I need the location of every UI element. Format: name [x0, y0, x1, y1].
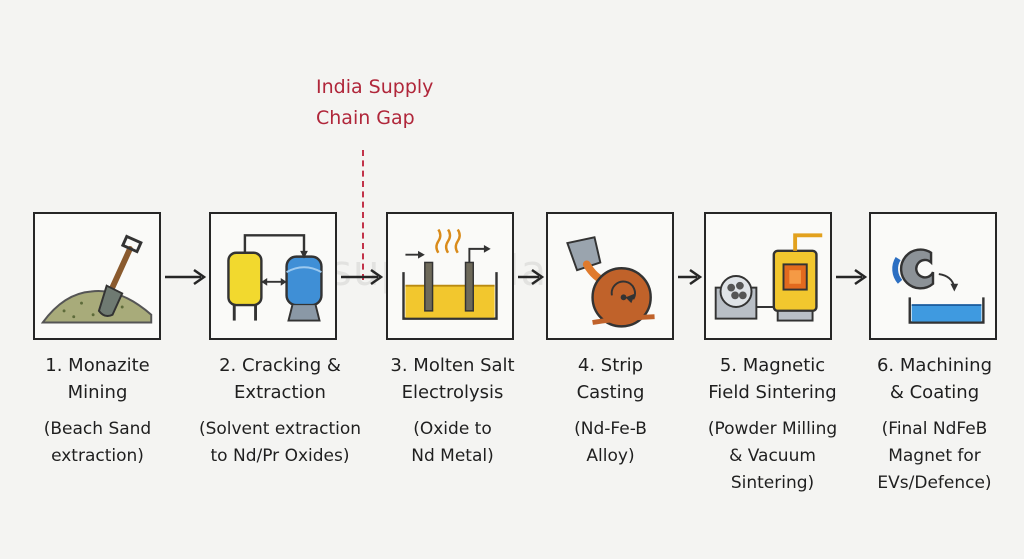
step-5-description: (Powder Milling & Vacuum Sintering) — [707, 419, 838, 493]
step-6-box — [869, 212, 997, 340]
step-5-box — [704, 212, 832, 340]
step-6-caption: 6. Machining & Coating (Final NdFeB Magn… — [852, 352, 1017, 497]
step-5-caption: 5. Magnetic Field Sintering (Powder Mill… — [690, 352, 855, 497]
arrow-5-6 — [836, 268, 868, 286]
step-3-caption: 3. Molten Salt Electrolysis (Oxide to Nd… — [370, 352, 535, 470]
step-1-caption: 1. Monazite Mining (Beach Sand extractio… — [15, 352, 180, 470]
arrow-2-3 — [341, 268, 384, 286]
step-1-title: 1. Monazite Mining — [45, 355, 150, 403]
arrow-4-5 — [678, 268, 703, 286]
step-5-title: 5. Magnetic Field Sintering — [708, 355, 837, 403]
electrolysis-cell-icon — [402, 228, 498, 320]
step-1-box — [33, 212, 161, 340]
step-4-description: (Nd-Fe-B Alloy) — [574, 419, 647, 466]
step-2-title: 2. Cracking & Extraction — [219, 355, 341, 403]
magnet-coating-icon — [892, 248, 985, 324]
step-2-description: (Solvent extraction to Nd/Pr Oxides) — [198, 419, 362, 466]
step-4-caption: 4. Strip Casting (Nd-Fe-B Alloy) — [528, 352, 693, 470]
supply-chain-gap-label: India Supply Chain Gap — [316, 76, 434, 129]
extraction-tanks-icon — [227, 234, 323, 322]
shovel-in-sand-icon — [40, 234, 153, 324]
supply-chain-gap-divider — [362, 150, 364, 280]
step-3-description: (Oxide to Nd Metal) — [411, 419, 494, 466]
arrow-3-4 — [518, 268, 545, 286]
strip-casting-icon — [566, 236, 655, 328]
step-3-title: 3. Molten Salt Electrolysis — [390, 355, 515, 403]
step-4-box — [546, 212, 674, 340]
step-2-box — [209, 212, 337, 340]
step-4-title: 4. Strip Casting — [576, 355, 645, 403]
step-3-box — [386, 212, 514, 340]
sintering-furnace-icon — [714, 233, 823, 322]
step-2-caption: 2. Cracking & Extraction (Solvent extrac… — [190, 352, 370, 470]
step-6-description: (Final NdFeB Magnet for EVs/Defence) — [877, 419, 992, 493]
arrow-1-2 — [165, 268, 207, 286]
step-1-description: (Beach Sand extraction) — [43, 419, 152, 466]
step-6-title: 6. Machining & Coating — [876, 355, 992, 403]
